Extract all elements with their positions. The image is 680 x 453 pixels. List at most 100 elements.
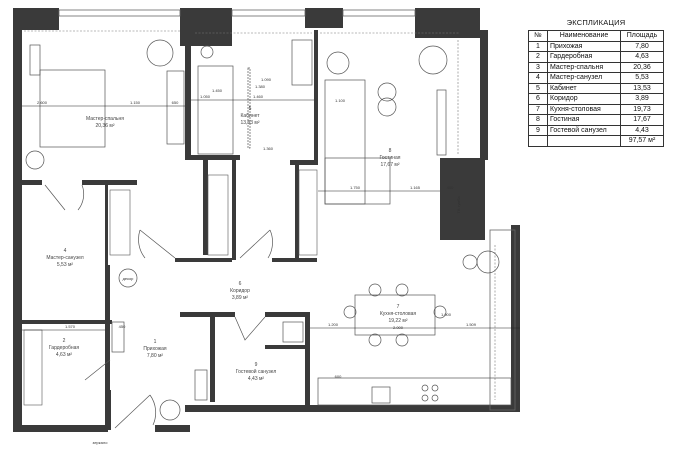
room-number: 6	[239, 281, 242, 287]
room-area: 7,80	[620, 40, 664, 52]
dim-label: 1.150	[130, 100, 141, 105]
room-area: 20,36 м²	[95, 123, 114, 129]
room-area: 3,89 м²	[232, 295, 249, 301]
col-area: Площадь	[620, 30, 664, 42]
room-kitchen: 7 Кухня-столовая 19,22 м²	[380, 304, 417, 324]
tv-stand-note: ТВ тумба	[456, 196, 461, 214]
room-name: Гостиная	[547, 114, 621, 126]
dim-label: 1.570	[65, 324, 76, 329]
room-area: 4,63	[620, 51, 664, 63]
room-study: 5 Кабинет 13,53 м²	[240, 106, 260, 126]
room-master-bedroom: Мастер-спальня 20,36 м²	[86, 116, 124, 129]
mirror-note: зеркало	[93, 440, 109, 445]
room-number: 3	[528, 61, 548, 73]
furniture	[25, 39, 512, 421]
room-name: Мастер-санузел	[46, 255, 83, 261]
room-guest-bath: 9 Гостевой санузел 4,43 м²	[236, 362, 277, 382]
total-blank	[528, 135, 548, 147]
room-number: 8	[389, 148, 392, 154]
dimension-lines	[22, 99, 520, 331]
room-area: 5,53	[620, 72, 664, 84]
kitchen-counter	[317, 377, 512, 406]
room-number: 4	[64, 248, 67, 254]
dim-label: 650	[172, 100, 179, 105]
dim-label: 400	[447, 185, 454, 190]
room-area: 19,73	[620, 103, 664, 115]
explication-title: ЭКСПЛИКАЦИЯ	[566, 18, 626, 27]
dim-label: 450	[119, 324, 126, 329]
room-number: 9	[255, 362, 258, 368]
dim-label: 1.165	[410, 185, 421, 190]
windows	[58, 9, 516, 411]
dim-label: 1.200	[328, 322, 339, 327]
room-name: Коридор	[230, 288, 250, 294]
room-area: 7,80 м²	[147, 353, 164, 359]
dimension-labels: 2.600 1.150 650 1.450 1.050 1.460 1.090 …	[37, 77, 477, 379]
total-blank	[547, 135, 621, 147]
room-master-bath: 4 Мастер-санузел 5,53 м²	[46, 248, 83, 268]
dim-label: 1.380	[255, 84, 266, 89]
room-area: 3,89	[620, 93, 664, 105]
room-number: 4	[528, 72, 548, 84]
table-header: № Наименование Площадь	[528, 30, 664, 42]
doors	[44, 184, 273, 429]
dim-label: 1.100	[335, 98, 346, 103]
col-name: Наименование	[547, 30, 621, 42]
room-name: Гостевой санузел	[236, 368, 277, 375]
dim-label: 600	[335, 374, 342, 379]
room-name: Коридор	[547, 93, 621, 105]
room-name: Кухня-столовая	[380, 311, 417, 317]
dim-label: 1.090	[261, 77, 272, 82]
dim-label: 2.600	[37, 100, 48, 105]
room-area: 13,53 м²	[240, 120, 259, 126]
room-name: Гостевой санузел	[547, 124, 621, 136]
room-corridor: 6 Коридор 3,89 м²	[230, 281, 250, 301]
room-number: 2	[63, 338, 66, 344]
decor-note: декор	[123, 276, 135, 281]
room-number: 9	[528, 124, 548, 136]
room-area: 4,43	[620, 124, 664, 136]
room-name: Гардеробная	[547, 51, 621, 63]
room-name: Кабинет	[547, 82, 621, 94]
total-area: 97,57 м²	[620, 135, 664, 147]
room-name: Прихожая	[547, 40, 621, 52]
room-hall: 1 Прихожая 7,80 м²	[143, 339, 166, 359]
room-living: 8 Гостиная 17,67 м²	[380, 148, 401, 168]
dim-label: 1.509	[466, 322, 477, 327]
room-area: 17,67	[620, 114, 664, 126]
room-number: 7	[528, 103, 548, 115]
room-area: 4,43 м²	[248, 376, 265, 382]
room-area: 17,67 м²	[380, 162, 399, 168]
room-name: Кухня-столовая	[547, 103, 621, 115]
room-number: 1	[154, 339, 157, 345]
room-area: 19,22 м²	[388, 318, 407, 324]
room-name: Мастер-спальня	[86, 116, 124, 122]
desk	[197, 65, 234, 155]
room-number: 6	[528, 93, 548, 105]
room-number: 5	[528, 82, 548, 94]
room-wardrobe: 2 Гардеробная 4,63 м²	[49, 338, 80, 358]
room-name: Гардеробная	[49, 345, 80, 351]
room-area: 5,53 м²	[57, 262, 74, 268]
room-name: Мастер-спальня	[547, 61, 621, 73]
room-number: 5	[249, 106, 252, 112]
room-name: Кабинет	[240, 113, 260, 119]
dim-label: 1.000	[441, 312, 452, 317]
dim-label: 1.450	[212, 88, 223, 93]
dim-label: 1.750	[350, 185, 361, 190]
col-number: №	[528, 30, 548, 42]
room-number: 7	[397, 304, 400, 310]
room-name: Прихожая	[143, 346, 166, 352]
total-row: 97,57 м²	[528, 135, 664, 147]
